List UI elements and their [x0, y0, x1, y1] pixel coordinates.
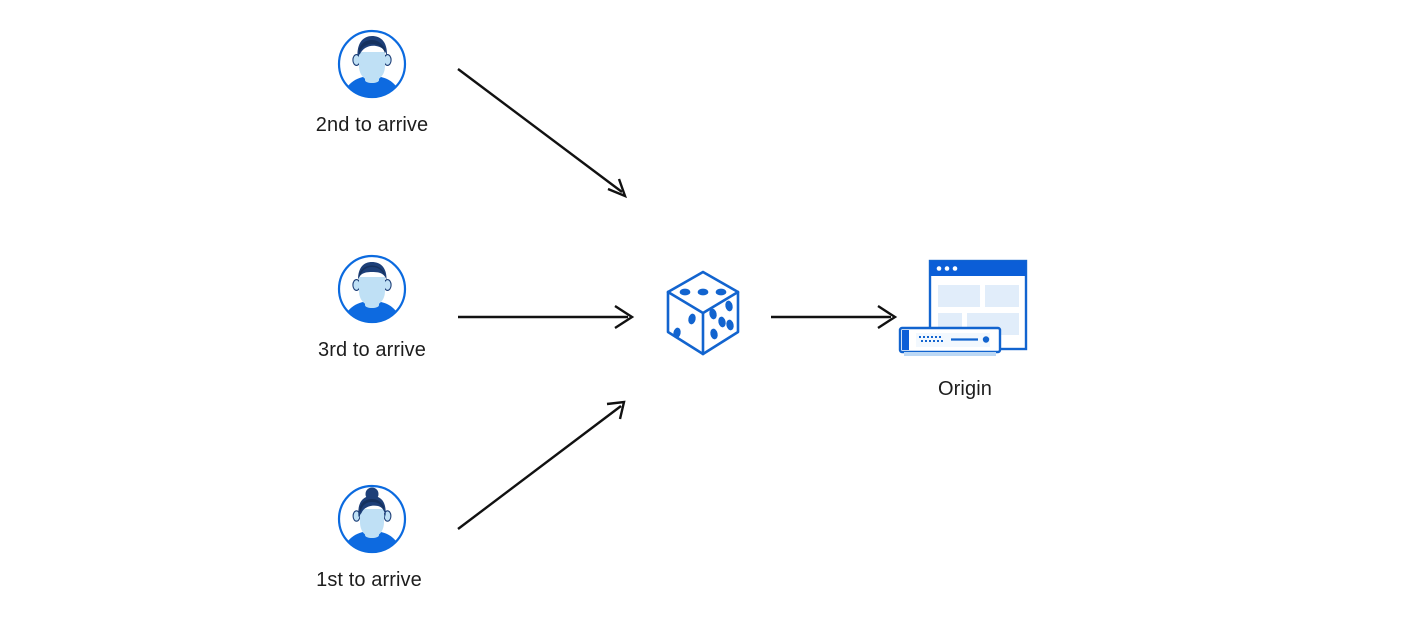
dice-icon	[663, 268, 743, 360]
client-label-2nd: 2nd to arrive	[315, 114, 429, 136]
arrow-3rd-to-dice	[458, 304, 635, 330]
origin-server-icon	[896, 258, 1036, 368]
user-avatar-icon	[336, 28, 408, 100]
client-label-1st: 1st to arrive	[316, 569, 422, 591]
client-label-3rd: 3rd to arrive	[317, 339, 426, 361]
arrow-1st-to-dice	[457, 400, 626, 530]
browser-window-glyph	[928, 259, 1028, 351]
server-device-glyph	[898, 326, 1002, 356]
origin-label: Origin	[938, 378, 992, 400]
user-avatar-icon	[336, 253, 408, 325]
user-avatar-icon	[336, 483, 408, 555]
arrow-dice-to-origin	[771, 304, 898, 330]
